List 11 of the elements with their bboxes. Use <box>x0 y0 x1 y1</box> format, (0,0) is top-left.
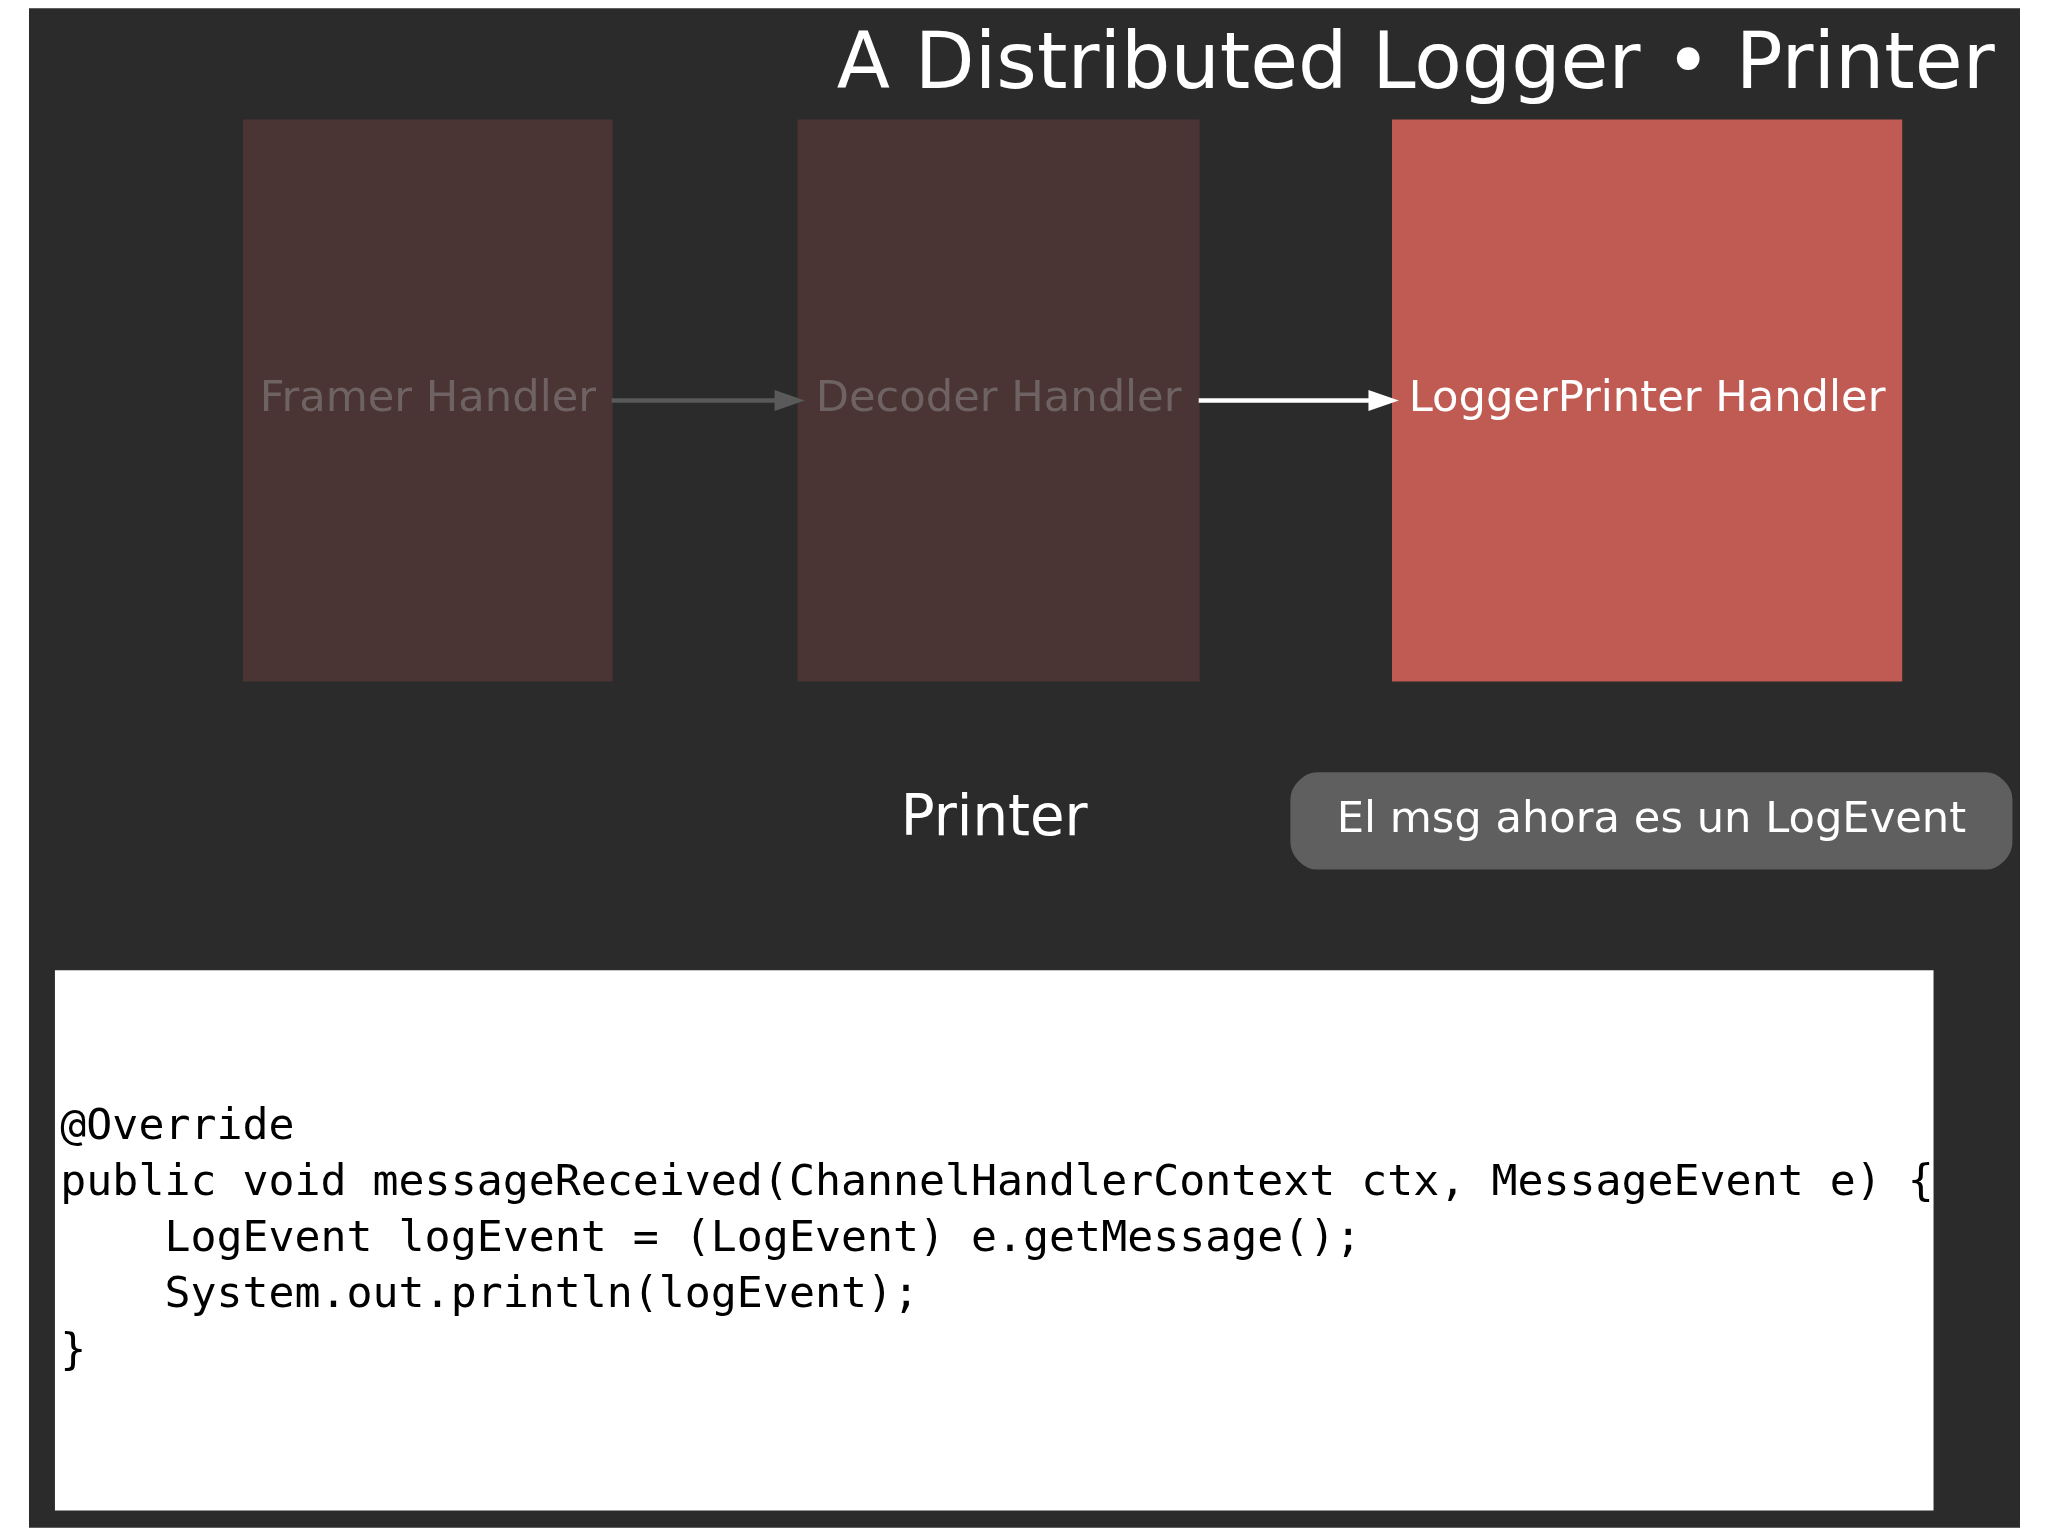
label: @Override <box>59 1098 295 1149</box>
node-box: LoggerPrinter Handler <box>1391 119 1902 682</box>
label: public void messageReceived(ChannelHandlerContext ctx, MessageEvent e) { <box>59 1154 1934 1205</box>
label: Printer <box>900 782 1088 848</box>
label: LogEvent logEvent = (LogEvent) e.getMessage(); <box>163 1211 1361 1262</box>
diagram-title: A Distributed Logger • Printer <box>836 15 1995 106</box>
node-box: El msg ahora es un LogEvent <box>1289 772 2012 870</box>
arrow <box>1198 389 1399 412</box>
label: } <box>59 1323 86 1374</box>
arrow <box>611 389 805 412</box>
label: System.out.println(logEvent); <box>163 1267 919 1318</box>
